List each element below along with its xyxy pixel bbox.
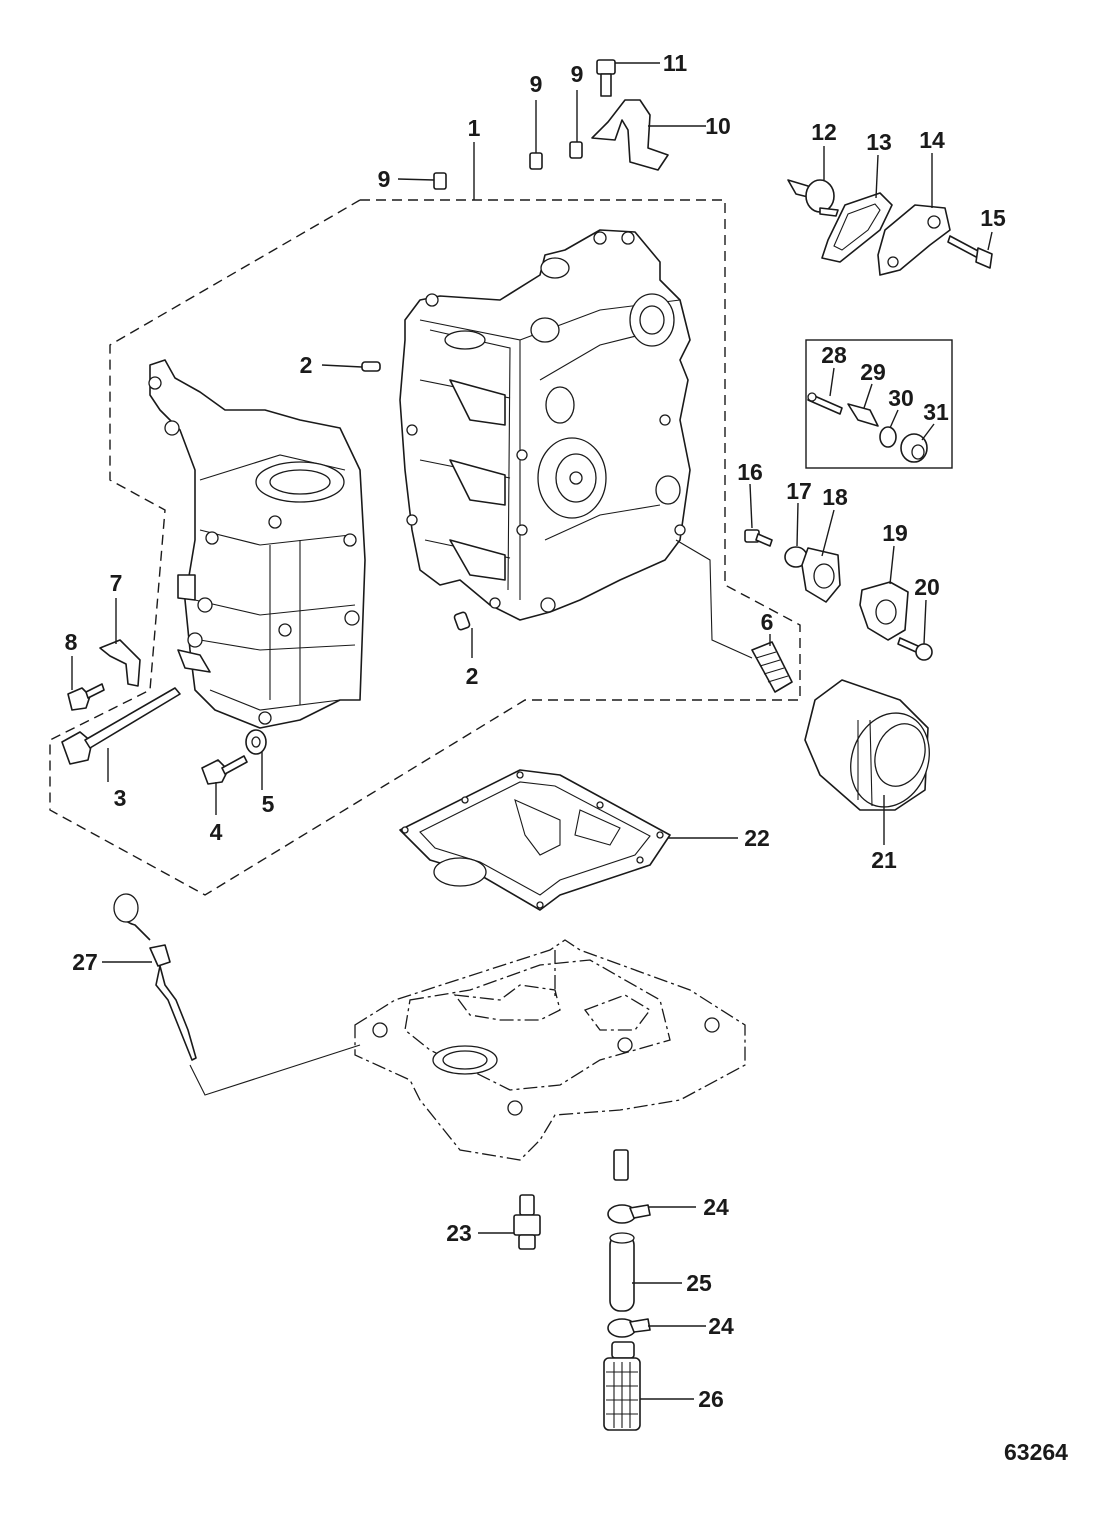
bolt-20 [897,637,933,661]
bracket-7 [99,639,141,687]
clip-24a [607,1204,651,1224]
bolt-11 [596,59,616,97]
callout-6: 6 [761,609,774,635]
bolt-16 [744,529,773,547]
inset-frame [805,339,953,469]
callout-24b: 24 [708,1313,734,1339]
callout-27: 27 [72,949,98,975]
callout-8: 8 [65,629,78,655]
callout-11: 11 [663,50,688,76]
fitting-12 [787,179,839,217]
strainer-26 [603,1341,641,1431]
cylinder-head [148,359,366,729]
leader-2a [321,364,363,368]
dowel-pin-2b [453,611,471,631]
leader-13 [875,154,879,199]
figure-number: 63264 [1004,1439,1068,1465]
bolt-4 [201,755,248,785]
leader-9a [397,178,435,181]
callout-17: 17 [786,478,812,504]
callout-25: 25 [686,1270,712,1296]
callout-15: 15 [980,205,1006,231]
oil-pan [354,939,746,1161]
leader-31 [921,423,935,441]
callout-26: 26 [698,1386,724,1412]
callout-1: 1 [468,115,481,141]
dowel-9c [569,141,583,159]
bolt-15 [947,235,993,269]
callout-23: 23 [446,1220,472,1246]
leader-19 [889,545,895,585]
leader-30 [889,409,899,429]
leader-29 [863,383,873,409]
hose-25 [609,1232,635,1312]
callout-9a: 9 [378,166,391,192]
leader-15 [987,231,993,251]
bolt-3 [61,687,181,765]
callout-13: 13 [866,129,892,155]
leader-18 [821,509,835,557]
callout-7: 7 [110,570,123,596]
callout-24a: 24 [703,1194,729,1220]
callout-29: 29 [860,359,886,385]
callout-20: 20 [914,574,940,600]
callout-21: 21 [871,847,897,873]
washer-5 [245,729,267,755]
fitting-6 [675,539,793,693]
callout-16: 16 [737,459,763,485]
bolt-8 [67,683,105,711]
pin-28 [807,392,843,415]
bracket-10 [591,99,669,171]
callout-18: 18 [822,484,848,510]
callout-2a: 2 [300,352,313,378]
callout-19: 19 [882,520,908,546]
oil-filter-21 [804,679,930,811]
dipstick-27 [113,893,361,1096]
plug-31 [900,433,928,463]
leader-16 [749,483,753,529]
callout-28: 28 [821,342,847,368]
callout-30: 30 [888,385,914,411]
callout-9b: 9 [530,71,543,97]
gasket-22 [399,769,671,911]
callout-22: 22 [744,825,770,851]
callout-12: 12 [811,119,837,145]
leader-20 [923,599,927,645]
callout-5: 5 [262,791,275,817]
callout-9c: 9 [571,61,584,87]
cylinder-block [399,229,691,621]
leader-17 [796,502,799,547]
pipe-24a [613,1149,629,1181]
dowel-9b [529,152,543,170]
gasket-13 [821,192,893,263]
assembly-outline [49,199,801,896]
dowel-pin-2a [361,361,381,372]
callout-4: 4 [210,819,223,845]
callout-3: 3 [114,785,127,811]
o-ring-30 [879,426,897,448]
callout-14: 14 [919,127,945,153]
callout-31: 31 [923,399,949,425]
callout-10: 10 [705,113,731,139]
leader-28 [829,367,835,397]
dowel-9a [433,172,447,190]
callout-2b: 2 [466,663,479,689]
plug-23 [513,1194,541,1250]
clip-24b [607,1318,651,1338]
sleeve-29 [847,403,879,427]
